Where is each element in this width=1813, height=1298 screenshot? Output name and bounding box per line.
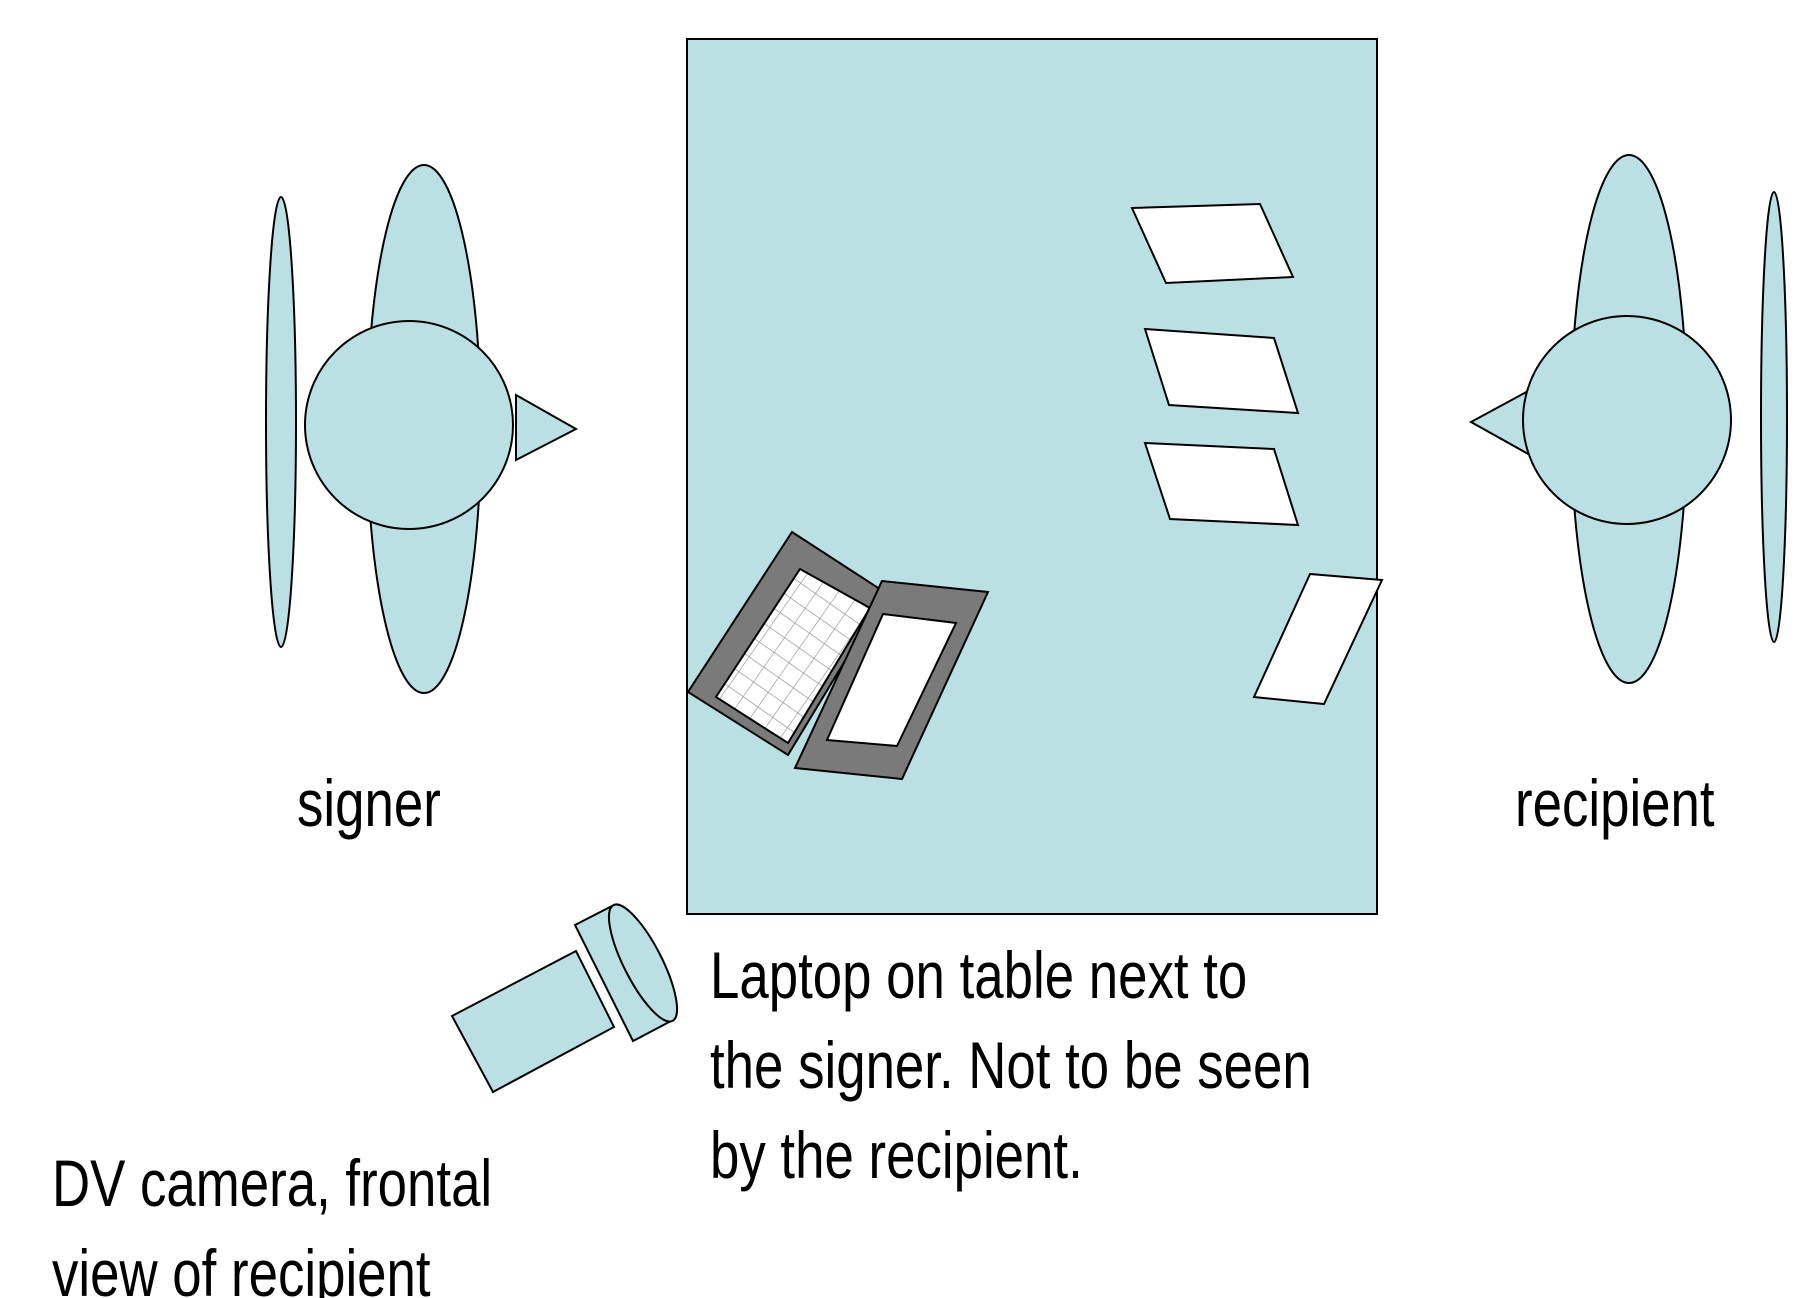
signer-label: signer — [297, 758, 441, 848]
camera-caption-line: DV camera, frontal — [52, 1138, 492, 1228]
paper-2 — [1145, 329, 1298, 413]
laptop-caption: Laptop on table next to the signer. Not … — [710, 930, 1312, 1200]
laptop-caption-line: the signer. Not to be seen — [710, 1020, 1312, 1110]
recipient-label: recipient — [1515, 758, 1715, 848]
camera-caption: DV camera, frontal view of recipient — [52, 1138, 492, 1298]
signer-head — [305, 321, 513, 529]
camera-caption-line: view of recipient — [52, 1228, 492, 1298]
laptop-caption-line: by the recipient. — [710, 1110, 1312, 1200]
camera-body — [452, 951, 614, 1092]
recipient-figure — [1471, 155, 1787, 683]
dv-camera — [452, 896, 689, 1092]
laptop-caption-line: Laptop on table next to — [710, 930, 1312, 1020]
signer-figure — [266, 165, 576, 693]
recipient-chair-back — [1761, 192, 1787, 642]
signer-chair-back — [266, 197, 296, 647]
recipient-nose — [1471, 390, 1530, 455]
signer-nose — [516, 395, 576, 460]
paper-3 — [1145, 443, 1298, 525]
recipient-head — [1523, 316, 1731, 524]
